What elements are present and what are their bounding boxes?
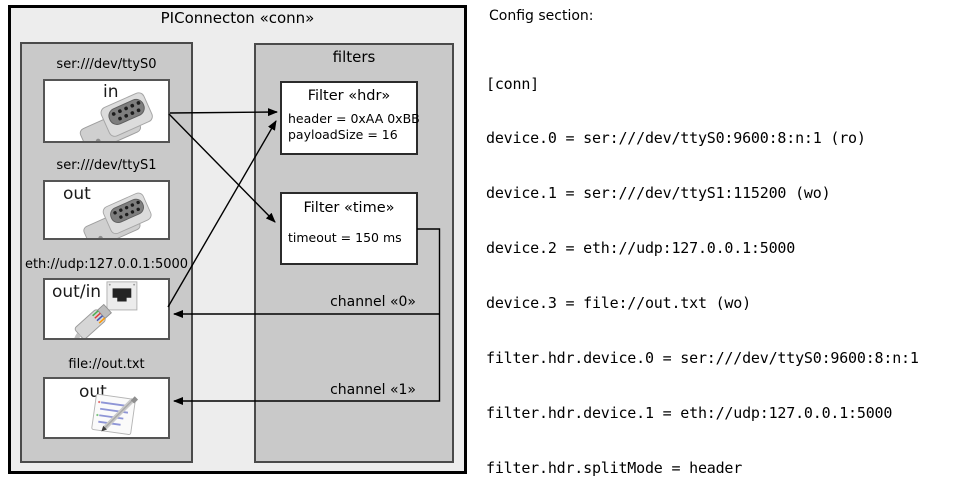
config-heading: Config section: (489, 8, 594, 24)
filter-hdr-box: Filter «hdr» header = 0xAA 0xBB payloadS… (280, 81, 420, 155)
filter-time-prop-timeout: timeout = 150 ms (288, 230, 402, 245)
notepad-pencil-icon (91, 393, 139, 435)
config-line: device.3 = file://out.txt (wo) (486, 294, 751, 313)
config-line: [conn] (486, 74, 539, 93)
filter-hdr-prop-payload: payloadSize = 16 (288, 127, 398, 142)
device-box-file: out (43, 377, 170, 439)
channel-1-label: channel «1» (330, 382, 416, 398)
channel-0-label: channel «0» (330, 294, 416, 310)
config-line: filter.hdr.device.0 = ser:///dev/ttyS0:9… (486, 349, 919, 368)
device-direction: in (103, 82, 119, 102)
device-box-ser1: out (43, 180, 170, 240)
config-line: filter.hdr.device.1 = eth://udp:127.0.0.… (486, 403, 893, 422)
serial-connector-icon (79, 92, 153, 141)
device-label-ser1: ser:///dev/ttyS1 (56, 158, 157, 173)
config-line: device.2 = eth://udp:127.0.0.1:5000 (486, 239, 796, 258)
diagram-title: PIConnecton «conn» (160, 9, 315, 27)
ethernet-connector-icon (73, 281, 138, 338)
config-line: filter.hdr.splitMode = header (486, 458, 743, 477)
device-label-eth: eth://udp:127.0.0.1:5000 (24, 257, 189, 272)
serial-connector-icon (83, 192, 152, 238)
filter-time-box: Filter «time» timeout = 150 ms (280, 192, 418, 265)
device-label-file: file://out.txt (68, 357, 145, 372)
config-line: device.1 = ser:///dev/ttyS1:115200 (wo) (486, 184, 831, 203)
device-direction: out (63, 184, 91, 204)
filter-hdr-prop-header: header = 0xAA 0xBB (288, 111, 420, 126)
filters-panel-label: filters (332, 48, 376, 66)
device-box-eth: out/in (43, 278, 170, 340)
config-lines: [conn] device.0 = ser:///dev/ttyS0:9600:… (486, 38, 964, 484)
device-box-ser0: in (43, 79, 170, 143)
filter-time-title: Filter «time» (303, 200, 395, 216)
filter-hdr-title: Filter «hdr» (307, 88, 391, 104)
device-direction: out/in (52, 282, 102, 302)
config-line: device.0 = ser:///dev/ttyS0:9600:8:n:1 (… (486, 129, 866, 148)
device-label-ser0: ser:///dev/ttyS0 (56, 57, 157, 72)
config-section: Config section: [conn] device.0 = ser://… (486, 8, 964, 484)
